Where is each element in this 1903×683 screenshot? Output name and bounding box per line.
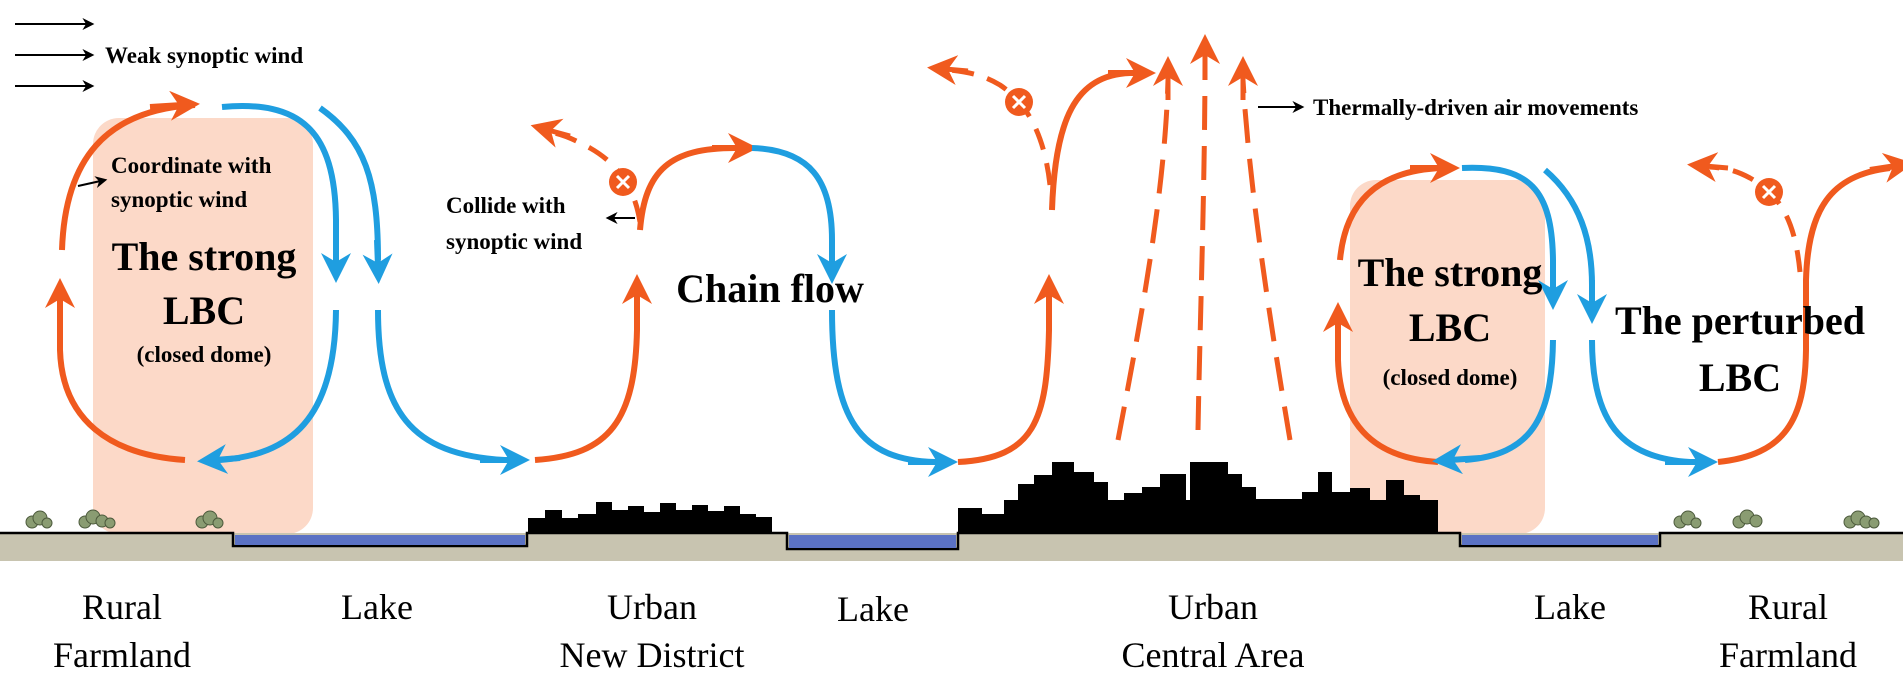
strong-lbc-left-title-line2: LBC	[163, 288, 245, 333]
central-orange-rise	[957, 70, 1131, 465]
annotation-coordinate-line1: Coordinate with	[111, 153, 272, 178]
synoptic-wind-arrows	[15, 18, 95, 92]
strong-lbc-right-paren: (closed dome)	[1383, 365, 1518, 390]
thermal-plume-left	[1115, 79, 1171, 441]
closed-dome-right	[1350, 180, 1545, 534]
annotation-collide-line1: Collide with	[446, 193, 566, 218]
region-lake-3: Lake	[1534, 587, 1606, 627]
x-circle-icon	[609, 168, 637, 196]
strong-lbc-right-title-line2: LBC	[1409, 305, 1491, 350]
thermal-plume-center	[1195, 59, 1208, 431]
left-dome-orange-arrow-top	[149, 90, 200, 121]
central-area-buildings	[958, 462, 1438, 533]
region-urban-new-line2: New District	[560, 635, 745, 675]
perturbed-lbc-line1: The perturbed	[1615, 298, 1865, 343]
shrub-icon	[25, 510, 53, 529]
lake-water-2	[789, 535, 956, 548]
region-rural-right-line2: Farmland	[1719, 635, 1857, 675]
perturbed-dashed-blocked	[1709, 164, 1803, 273]
ground-surface-line	[0, 531, 1903, 551]
strong-lbc-left-paren: (closed dome)	[137, 342, 272, 367]
perturbed-orange-arrow	[1869, 152, 1903, 183]
region-rural-left-line1: Rural	[82, 587, 162, 627]
lake1-blue-flow	[318, 105, 506, 463]
left-dome-blue-arrow-left	[197, 444, 241, 474]
right-dome-blue-arrow-left	[1432, 444, 1481, 475]
coordinate-arrow	[77, 176, 108, 188]
perturbed-lbc-line2: LBC	[1699, 355, 1781, 400]
legend-thermal: Thermally-driven air movements	[1313, 95, 1638, 120]
chain-flow-label: Chain flow	[676, 266, 864, 311]
annotation-collide-line2: synoptic wind	[446, 229, 582, 254]
x-circle-icon	[1755, 178, 1783, 206]
shrub-icon	[195, 510, 224, 529]
shrub-icon	[1843, 510, 1880, 529]
region-urban-central-line1: Urban	[1168, 587, 1258, 627]
perturbed-orange-rise	[1717, 165, 1891, 465]
new-district-buildings	[528, 502, 772, 533]
lake1-blue-arrow-down	[362, 239, 393, 284]
region-urban-new-line1: Urban	[607, 587, 697, 627]
central-dashed-blocked	[949, 67, 1053, 186]
right-dome-blue-loop	[1461, 164, 1556, 463]
central-dashed-arrowhead	[927, 55, 969, 85]
shrub-icon	[1732, 509, 1763, 529]
region-rural-right-line1: Rural	[1748, 587, 1828, 627]
lake3-blue-flow	[1543, 167, 1691, 465]
lake-water-3	[1462, 535, 1658, 545]
lake-water-1	[235, 535, 525, 545]
shrub-icon	[78, 509, 116, 529]
strong-lbc-right-title-line1: The strong	[1358, 250, 1543, 295]
strong-lbc-left-title-line1: The strong	[112, 234, 297, 279]
thermal-plume-right	[1240, 79, 1293, 441]
annotation-coordinate-line2: synoptic wind	[111, 187, 247, 212]
legend-synoptic-wind: Weak synoptic wind	[105, 43, 303, 68]
region-lake-2: Lake	[837, 589, 909, 629]
region-lake-1: Lake	[341, 587, 413, 627]
x-circle-icon	[1005, 88, 1033, 116]
left-dome-blue-loop	[219, 103, 339, 463]
region-urban-central-line2: Central Area	[1122, 635, 1305, 675]
closed-dome-left	[93, 118, 313, 534]
shrub-icon	[1673, 510, 1702, 529]
new-district-dashed-arrowhead	[530, 118, 571, 148]
perturbed-dashed-arrowhead	[1687, 152, 1729, 182]
region-rural-left-line2: Farmland	[53, 635, 191, 675]
